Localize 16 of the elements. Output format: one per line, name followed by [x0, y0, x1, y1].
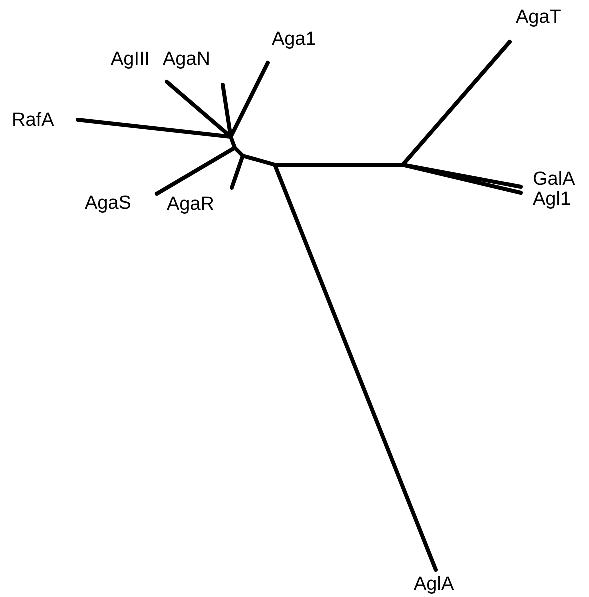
taxon-label: AgaN: [163, 50, 211, 69]
taxon-label: RafA: [12, 111, 54, 130]
taxon-label: AgIII: [111, 50, 150, 69]
taxon-label: AgaT: [516, 8, 562, 27]
tree-branch: [273, 163, 438, 572]
tree-branch: [229, 61, 270, 139]
taxon-label: AgaS: [85, 194, 132, 213]
tree-branch: [155, 146, 237, 196]
taxon-label: Aga1: [272, 30, 316, 49]
tree-branch: [76, 118, 233, 139]
tree-branch: [230, 154, 245, 190]
taxon-label: AglA: [414, 575, 454, 594]
tree-branch: [401, 163, 523, 195]
taxon-label: AgaR: [167, 195, 215, 214]
taxon-label: Agl1: [533, 190, 572, 209]
taxon-label: GalA: [533, 170, 576, 189]
